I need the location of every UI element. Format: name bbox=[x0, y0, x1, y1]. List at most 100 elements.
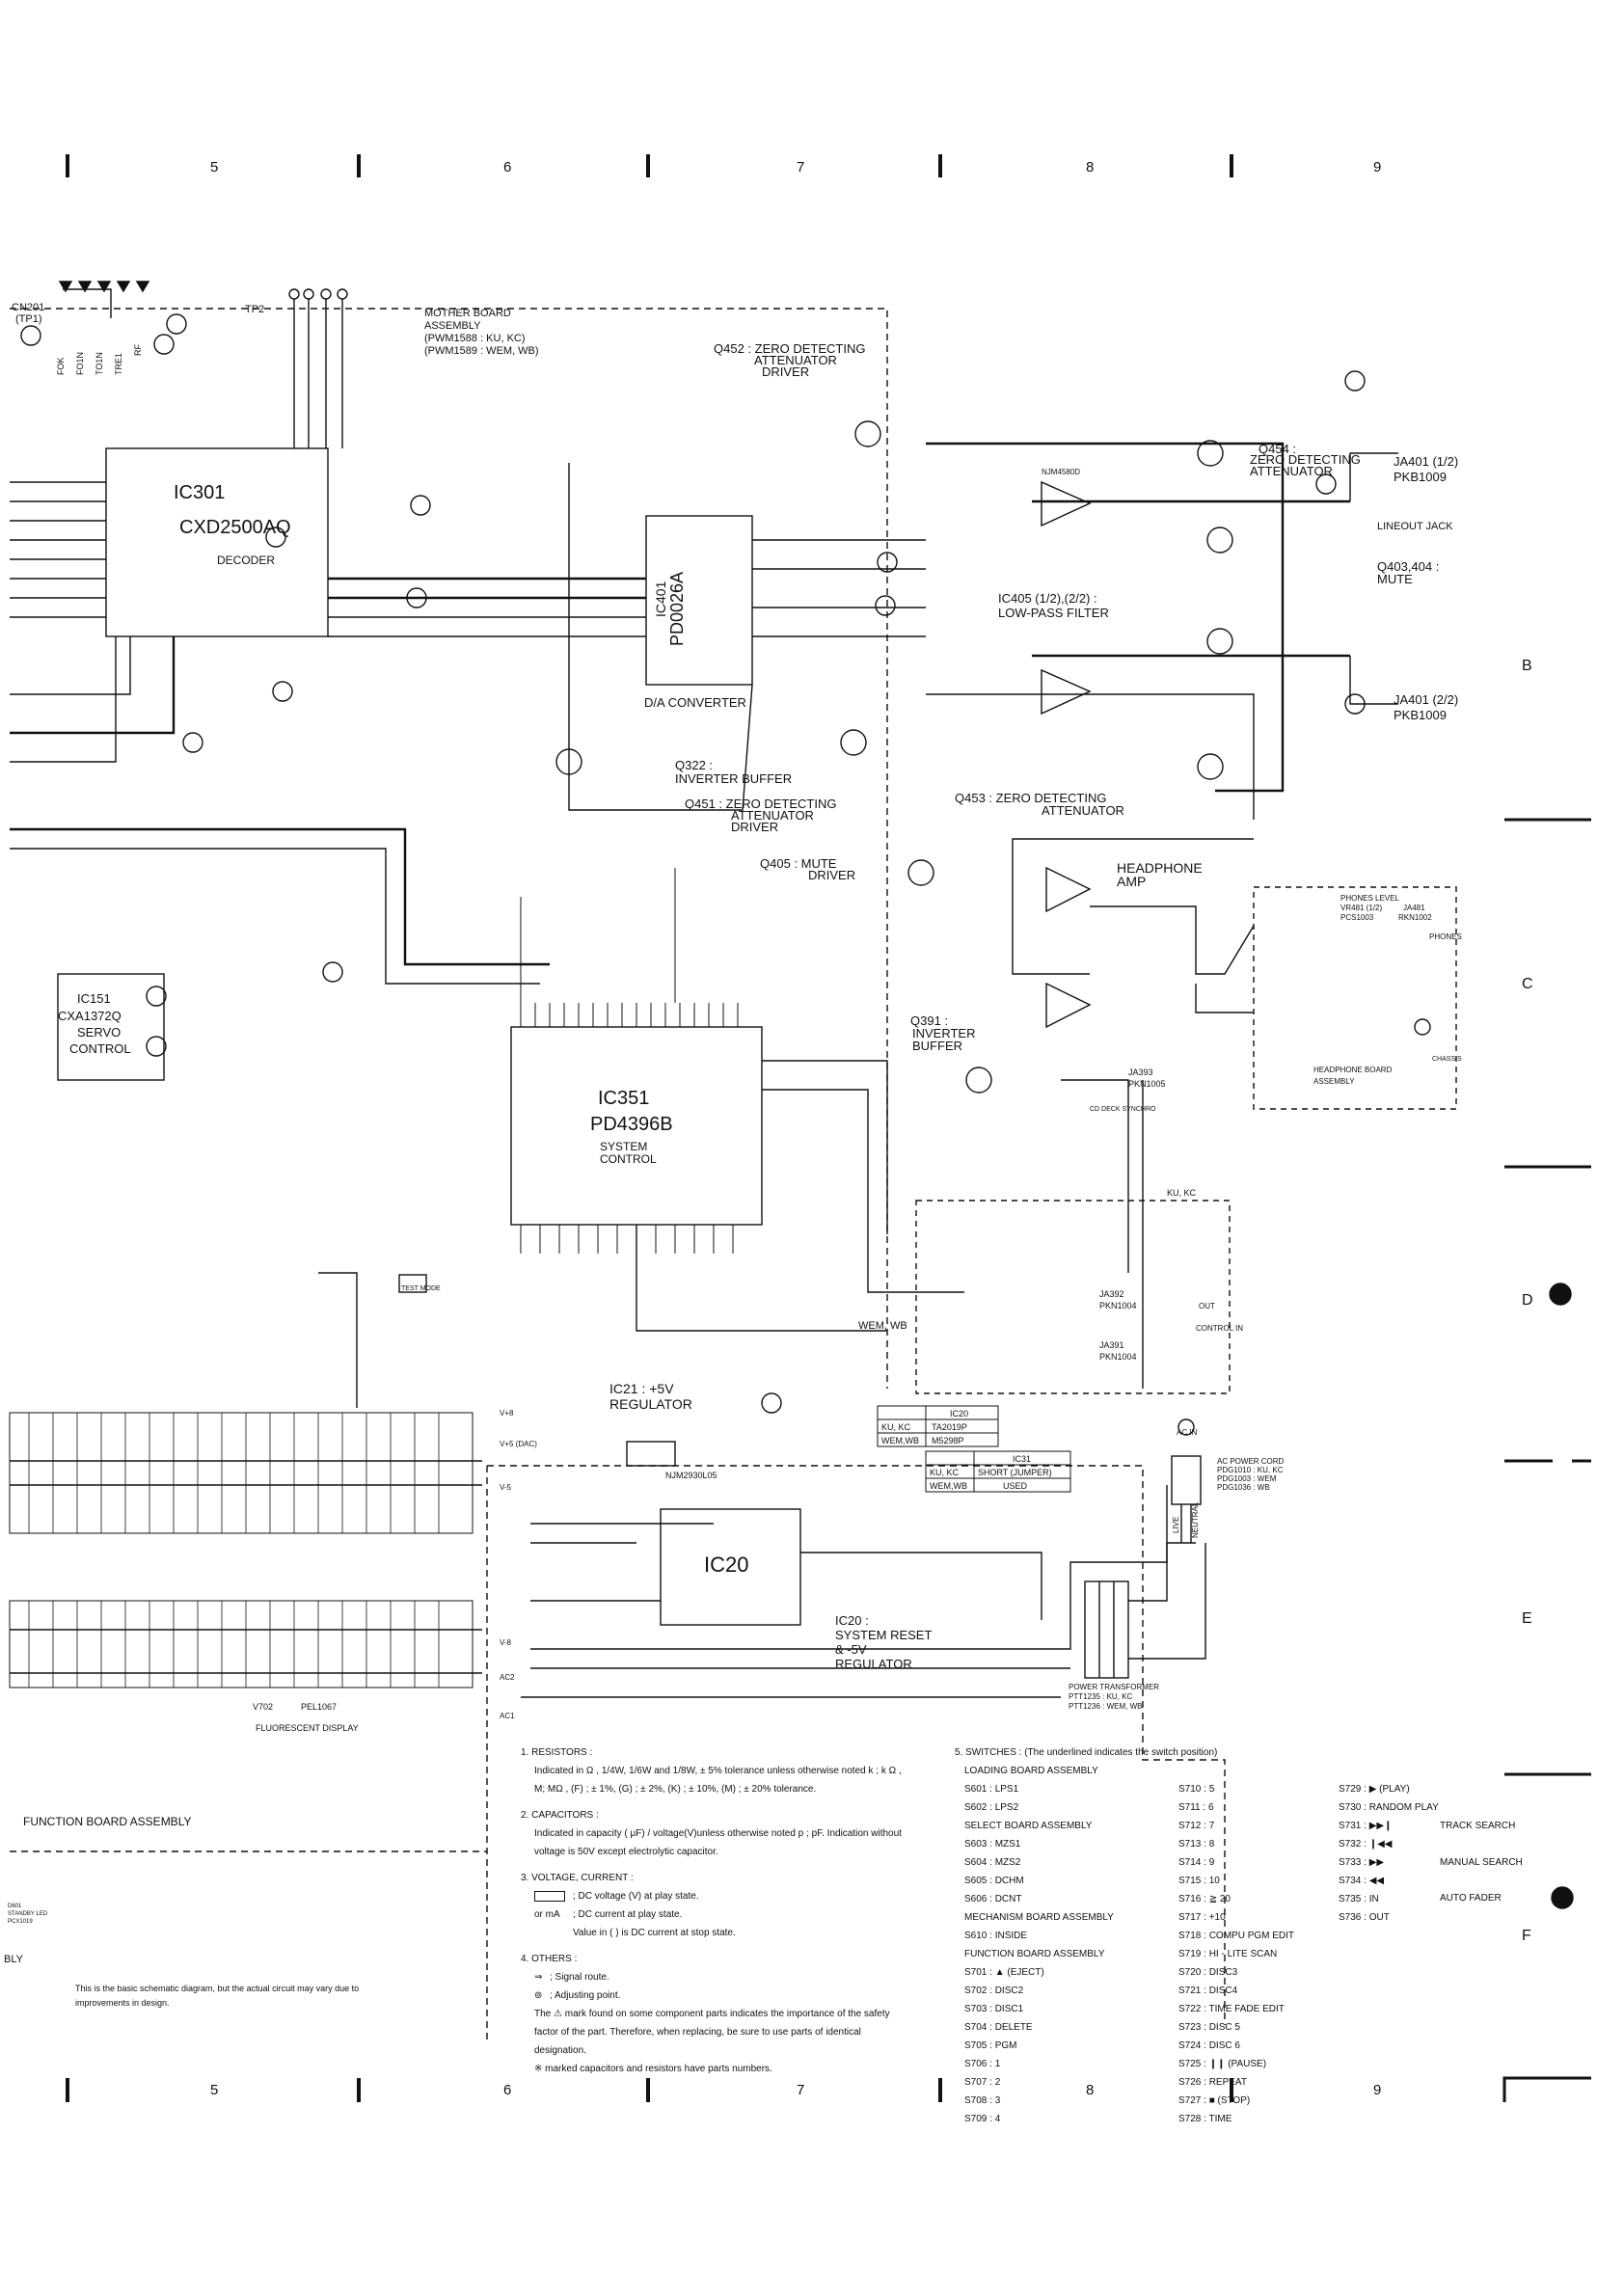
v5dac-label: V+5 (DAC) bbox=[500, 1440, 537, 1448]
headphone-amp-label-2: AMP bbox=[1117, 874, 1146, 889]
switch-item: S711 : 6 bbox=[1178, 1802, 1214, 1813]
switch-item: S705 : PGM bbox=[964, 2040, 1017, 2051]
switch-item: S721 : DISC4 bbox=[1178, 1985, 1238, 1996]
switch-item: S725 : ❙❙ (PAUSE) bbox=[1178, 2059, 1267, 2069]
ic401-ref: IC401 bbox=[653, 581, 668, 617]
switch-item: S610 : INSIDE bbox=[964, 1931, 1028, 1941]
note-others-line-3: The ⚠ mark found on some component parts… bbox=[534, 2009, 890, 2019]
switch-item: S722 : TIME FADE EDIT bbox=[1178, 2004, 1285, 2014]
ja401a-label-3: LINEOUT JACK bbox=[1377, 521, 1453, 532]
switch-item: S603 : MZS1 bbox=[964, 1839, 1021, 1850]
ja401b-label-2: PKB1009 bbox=[1394, 708, 1447, 722]
ja393-label-1: JA393 bbox=[1128, 1067, 1153, 1077]
switch-item: S732 : ❙◀◀ bbox=[1339, 1839, 1393, 1850]
connector-pin-fok: FOK bbox=[56, 357, 66, 375]
ic351-func-2: CONTROL bbox=[600, 1152, 657, 1166]
note-others-title: 4. OTHERS : bbox=[521, 1954, 578, 1964]
note-voltage-title: 3. VOLTAGE, CURRENT : bbox=[521, 1873, 634, 1883]
col-number-9-top: 9 bbox=[1373, 159, 1381, 176]
q322-label-1: Q322 : bbox=[675, 758, 713, 772]
note-others-text-2: ; Adjusting point. bbox=[550, 1990, 621, 2001]
col-number-9-bottom: 9 bbox=[1373, 2082, 1381, 2098]
kukc-region-label: KU, KC bbox=[1167, 1188, 1197, 1198]
col-number-8-top: 8 bbox=[1086, 159, 1094, 176]
switch-list: 5. SWITCHES : (The underlined indicates … bbox=[955, 1743, 1533, 1762]
auto-fader-label: AUTO FADER bbox=[1440, 1893, 1502, 1904]
chassis-label: CHASSIS bbox=[1432, 1056, 1462, 1063]
test-mode-label: TEST MODE bbox=[401, 1285, 441, 1292]
ic21-part: NJM2930L05 bbox=[665, 1471, 717, 1480]
q451-label-1: Q451 : ZERO DETECTING bbox=[685, 797, 836, 811]
power-cord-label-2: PDG1010 : KU, KC bbox=[1217, 1466, 1284, 1474]
ic31-table-r1-b: SHORT (JUMPER) bbox=[978, 1468, 1052, 1477]
switch-item: S730 : RANDOM PLAY bbox=[1339, 1802, 1439, 1813]
switch-item: S720 : DISC3 bbox=[1178, 1967, 1238, 1978]
board-title: MOTHER BOARD bbox=[424, 308, 511, 319]
ic351-func-1: SYSTEM bbox=[600, 1140, 647, 1153]
standby-label-1: D601 bbox=[8, 1904, 22, 1909]
q391-label-2: INVERTER bbox=[912, 1026, 976, 1040]
ja392-label-2: PKN1004 bbox=[1099, 1301, 1137, 1310]
col-number-6-top: 6 bbox=[503, 159, 511, 176]
ic151-func-2: CONTROL bbox=[69, 1041, 131, 1056]
switch-item: S704 : DELETE bbox=[964, 2022, 1033, 2033]
switch-item: S729 : ▶ (PLAY) bbox=[1339, 1784, 1410, 1795]
pcs1003-label: PCS1003 bbox=[1340, 913, 1374, 922]
ic21-ref: IC21 : +5V bbox=[609, 1381, 674, 1396]
ic20-func-4: REGULATOR bbox=[835, 1657, 912, 1671]
v8-label: V+8 bbox=[500, 1409, 514, 1418]
power-cord-label-4: PDG1036 : WB bbox=[1217, 1483, 1270, 1492]
note-voltage-line-2: or mA; DC current at play state. bbox=[521, 1905, 926, 1924]
connector-ref: CN201 bbox=[12, 302, 44, 313]
power-cord-label-1: AC POWER CORD bbox=[1217, 1457, 1285, 1466]
note-voltage-text-2: ; DC current at play state. bbox=[573, 1909, 683, 1920]
ic20-func-3: & -5V bbox=[835, 1642, 867, 1657]
switch-item: S702 : DISC2 bbox=[964, 1985, 1024, 1996]
switch-item: S734 : ◀◀ bbox=[1339, 1876, 1385, 1886]
row-letter-f: F bbox=[1522, 1928, 1531, 1944]
switch-item: S714 : 9 bbox=[1178, 1857, 1215, 1868]
adjusting-point-icon: ⊚ bbox=[534, 1990, 543, 2001]
display-part: PEL1067 bbox=[301, 1702, 337, 1712]
switch-item: S708 : 3 bbox=[964, 2095, 1001, 2106]
switch-item: S735 : IN bbox=[1339, 1894, 1379, 1904]
switch-item: S724 : DISC 6 bbox=[1178, 2040, 1240, 2051]
note-others-line-6: ※ marked capacitors and resistors have p… bbox=[534, 2064, 772, 2074]
ic20-table-header: IC20 bbox=[950, 1409, 968, 1418]
bly-label: BLY bbox=[4, 1954, 24, 1965]
col-number-7-bottom: 7 bbox=[797, 2082, 804, 2098]
note-resistors-line-2: M; MΩ , (F) ; ± 1%, (G) ; ± 2%, (K) ; ± … bbox=[534, 1784, 817, 1795]
q403-label-1: Q403,404 : bbox=[1377, 559, 1439, 574]
note-resistors-title: 1. RESISTORS : bbox=[521, 1747, 593, 1758]
ic301-ref: IC301 bbox=[174, 482, 225, 503]
ja391-label-3: CONTROL IN bbox=[1196, 1324, 1243, 1333]
ic401-part: PD0026A bbox=[667, 572, 687, 646]
switch-item: S736 : OUT bbox=[1339, 1912, 1390, 1923]
rkn1002-label: RKN1002 bbox=[1398, 913, 1432, 922]
row-letter-b: B bbox=[1522, 658, 1532, 674]
ic405-part: NJM4580D bbox=[1042, 468, 1080, 476]
note-capacitors-title: 2. CAPACITORS : bbox=[521, 1810, 599, 1821]
switch-item bbox=[1178, 1762, 1342, 1780]
footnote-line-1: This is the basic schematic diagram, but… bbox=[75, 1984, 359, 1993]
ic20-ref: IC20 bbox=[704, 1553, 748, 1577]
manual-search-label: MANUAL SEARCH bbox=[1440, 1857, 1523, 1868]
notes-block: 1. RESISTORS : Indicated in Ω , 1/4W, 1/… bbox=[521, 1743, 926, 2078]
q405-label-2: DRIVER bbox=[808, 868, 855, 882]
ic301-part: CXD2500AQ bbox=[179, 517, 291, 538]
switch-item: S709 : 4 bbox=[964, 2114, 1001, 2124]
board-title-2: ASSEMBLY bbox=[424, 320, 481, 332]
vm5-label: V-5 bbox=[500, 1483, 512, 1492]
ic20-table-r2-b: M5298P bbox=[932, 1436, 964, 1445]
ic351-ref: IC351 bbox=[598, 1088, 649, 1109]
standby-label-3: PCX1019 bbox=[8, 1919, 33, 1925]
q454-label-3: ATTENUATOR bbox=[1250, 464, 1333, 478]
switch-item: S712 : 7 bbox=[1178, 1821, 1215, 1831]
ic20-func-1: IC20 : bbox=[835, 1613, 869, 1628]
phones-level-label: PHONES LEVEL bbox=[1340, 894, 1399, 903]
note-voltage-text-1: ; DC voltage (V) at play state. bbox=[573, 1891, 699, 1902]
note-others-line-4: factor of the part. Therefore, when repl… bbox=[534, 2027, 861, 2038]
q391-label-3: BUFFER bbox=[912, 1039, 962, 1053]
col-number-5-top: 5 bbox=[210, 159, 218, 176]
